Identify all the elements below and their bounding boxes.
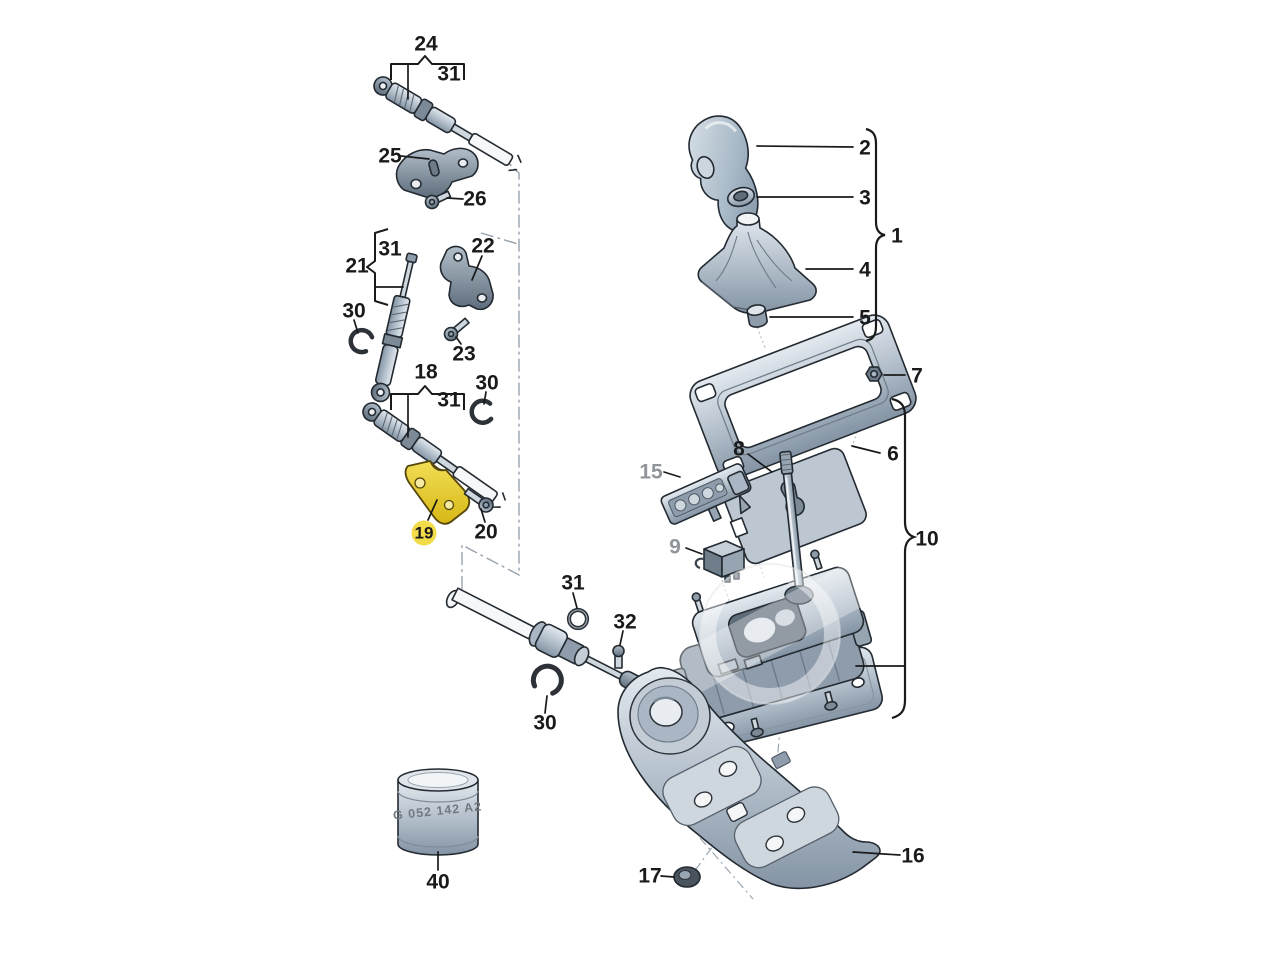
group-boundary-lines xyxy=(461,151,520,601)
leader-line xyxy=(353,319,359,334)
brace-group-1 xyxy=(865,127,886,343)
watermark xyxy=(645,543,905,711)
part-label-10: 10 xyxy=(915,528,938,551)
part-label-16: 16 xyxy=(901,845,924,868)
part-label-3: 3 xyxy=(859,187,871,210)
leader-line xyxy=(756,145,854,148)
leader-line xyxy=(852,851,901,856)
part-15-contact-strip xyxy=(660,463,752,525)
part-label-5: 5 xyxy=(859,307,871,330)
leader-line xyxy=(446,197,464,200)
part-label-18: 18 xyxy=(414,361,438,384)
group-brackets xyxy=(366,55,918,720)
part-40-sleeve: G 052 142 A2 xyxy=(392,768,483,856)
bracket-24-31 xyxy=(390,55,465,80)
part-30c-clip xyxy=(530,663,564,696)
part-label-30a: 30 xyxy=(342,300,365,323)
part-label-25: 25 xyxy=(378,145,402,168)
leader-line xyxy=(619,630,624,646)
part-label-8: 8 xyxy=(733,438,745,461)
part-label-1: 1 xyxy=(891,225,903,248)
part-3-ring xyxy=(726,186,756,208)
leader-line xyxy=(400,155,430,160)
part-label-23: 23 xyxy=(452,343,475,366)
part-4-boot xyxy=(697,212,817,315)
part-label-20: 20 xyxy=(474,521,497,544)
part-30a-clip xyxy=(348,327,375,355)
leader-line xyxy=(851,445,881,454)
part-label-15: 15 xyxy=(639,461,663,484)
part-label-22: 22 xyxy=(471,235,494,258)
part-label-24: 24 xyxy=(414,33,438,56)
part-19-bracket-highlighted xyxy=(404,460,471,525)
bracket-18-31 xyxy=(390,385,465,410)
leader-line xyxy=(685,547,703,555)
part-label-30c: 30 xyxy=(533,712,556,735)
part-25-bracket xyxy=(395,147,479,199)
part-label-19: 19 xyxy=(415,524,434,543)
part-label-7: 7 xyxy=(911,365,923,388)
part-5-bushing xyxy=(746,304,768,328)
leader-line xyxy=(427,499,438,521)
part-label-4: 4 xyxy=(859,259,871,282)
leader-line xyxy=(471,255,483,281)
part-16-console-bracket xyxy=(617,666,881,890)
highlight-badge-19 xyxy=(411,520,437,546)
part-label-21: 21 xyxy=(345,255,369,278)
leader-line xyxy=(483,391,487,405)
leader-line xyxy=(663,471,681,478)
part-label-31c: 31 xyxy=(437,389,461,412)
part-6-frame xyxy=(689,314,917,480)
part-20-bolt xyxy=(463,487,494,513)
leader-line xyxy=(660,875,675,878)
part-label-17: 17 xyxy=(638,865,661,888)
part-22-bracket xyxy=(439,245,494,311)
part-23-bolt xyxy=(443,317,470,342)
part-label-31d: 31 xyxy=(561,572,585,595)
part-label-31b: 31 xyxy=(378,238,402,261)
part-label-30b: 30 xyxy=(475,372,498,395)
part-label-40: 40 xyxy=(426,871,449,894)
part-label-32: 32 xyxy=(613,611,636,634)
leader-line xyxy=(455,336,462,345)
part-label-6: 6 xyxy=(887,443,899,466)
part-32-bolt xyxy=(612,644,625,669)
leader-line xyxy=(544,695,548,714)
part-label-9: 9 xyxy=(669,536,681,559)
part-31d-o-ring xyxy=(566,607,590,631)
leader-line xyxy=(480,508,486,523)
part-label-31a: 31 xyxy=(437,63,461,86)
part-17-grommet xyxy=(673,866,701,888)
part-label-2: 2 xyxy=(859,137,871,160)
part-7-nut xyxy=(865,366,883,382)
part-9-switch xyxy=(694,540,745,583)
part-21-selector-rod xyxy=(370,252,418,403)
bracket-21-31 xyxy=(366,228,389,306)
part-30b-clip xyxy=(469,398,494,425)
part-label-26: 26 xyxy=(463,188,486,211)
part-18-selector-rod xyxy=(362,402,507,508)
leader-line xyxy=(747,453,773,473)
leader-lines xyxy=(353,63,906,878)
brace-group-10 xyxy=(891,397,918,720)
part-26-bolt xyxy=(424,190,452,210)
leader-line xyxy=(572,592,578,609)
